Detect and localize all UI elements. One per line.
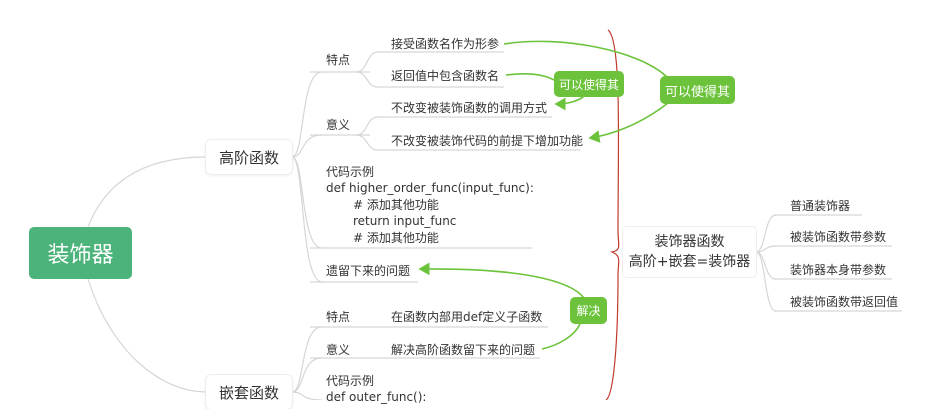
nested-meaning-leaf[interactable]: 解决高阶函数留下来的问题 (391, 343, 536, 357)
decorator-function-node[interactable]: 装饰器函数 高阶+嵌套=装饰器 (623, 227, 756, 277)
enable-badge-small[interactable]: 可以使得其 (554, 71, 624, 97)
solve-badge-label: 解决 (576, 304, 601, 318)
enable-badge-large[interactable]: 可以使得其 (660, 76, 735, 104)
connector-code (291, 156, 323, 249)
higher-order-node[interactable]: 高阶函数 (206, 140, 292, 174)
code-example-heading[interactable]: 代码示例 (326, 165, 375, 179)
connector-meaning (291, 134, 323, 158)
decorator-type-2[interactable]: 被装饰函数带参数 (790, 230, 887, 244)
arrow-feature2-to-badge (505, 73, 555, 81)
nested-meaning-label[interactable]: 意义 (326, 343, 351, 357)
enable-badge-large-label: 可以使得其 (664, 84, 730, 100)
summary-bracket (605, 29, 620, 400)
mind-map: 装饰器 高阶函数 嵌套函数 特点 接受函数名作为形参 返回值中包含函数名 意义 … (29, 29, 902, 404)
higher-order-label: 高阶函数 (218, 148, 279, 167)
solve-badge[interactable]: 解决 (570, 297, 607, 324)
feature-leaf-2[interactable]: 返回值中包含函数名 (391, 69, 500, 83)
arrow-feature1-to-badge (503, 40, 669, 79)
root-label: 装饰器 (47, 243, 114, 268)
connector-features (291, 71, 323, 158)
features-label[interactable]: 特点 (326, 53, 351, 67)
root-node[interactable]: 装饰器 (29, 227, 132, 279)
enable-badge-small-label: 可以使得其 (558, 77, 619, 92)
nested-node[interactable]: 嵌套函数 (206, 375, 292, 409)
nested-code-line-def: def outer_func(): (326, 390, 427, 404)
code-line-def: def higher_order_func(input_func): (326, 181, 534, 195)
meaning-label[interactable]: 意义 (326, 118, 351, 132)
nested-feature-leaf[interactable]: 在函数内部用def定义子函数 (391, 310, 543, 324)
decorator-type-1[interactable]: 普通装饰器 (790, 199, 851, 213)
arrow-badge-to-meaning2 (588, 102, 669, 143)
connector-root-nested (87, 278, 207, 393)
code-line-comment-2: # 添加其他功能 (353, 231, 439, 245)
feature-leaf-1[interactable]: 接受函数名作为形参 (391, 37, 500, 51)
decorator-function-formula: 高阶+嵌套=装饰器 (628, 254, 751, 270)
arrow-meaning-to-solve (541, 323, 581, 350)
decorator-type-3[interactable]: 装饰器本身带参数 (790, 263, 887, 277)
nested-label: 嵌套函数 (218, 383, 279, 402)
code-line-return: return input_func (353, 214, 457, 228)
connector-root-higher-order (87, 156, 207, 228)
meaning-leaf-1[interactable]: 不改变被装饰函数的调用方式 (391, 101, 548, 115)
decorator-function-title: 装饰器函数 (654, 234, 725, 250)
problem-leaf[interactable]: 遗留下来的问题 (326, 264, 411, 278)
decorator-type-4[interactable]: 被装饰函数带返回值 (790, 295, 899, 309)
code-line-comment-1: # 添加其他功能 (353, 198, 439, 212)
meaning-leaf-2[interactable]: 不改变被装饰代码的前提下增加功能 (391, 134, 584, 148)
nested-features-label[interactable]: 特点 (326, 310, 351, 324)
arrow-badge-to-meaning1 (554, 95, 585, 111)
nested-code-heading[interactable]: 代码示例 (326, 374, 375, 388)
connector-problem (291, 156, 323, 283)
arrow-solve-to-problem (418, 262, 585, 299)
